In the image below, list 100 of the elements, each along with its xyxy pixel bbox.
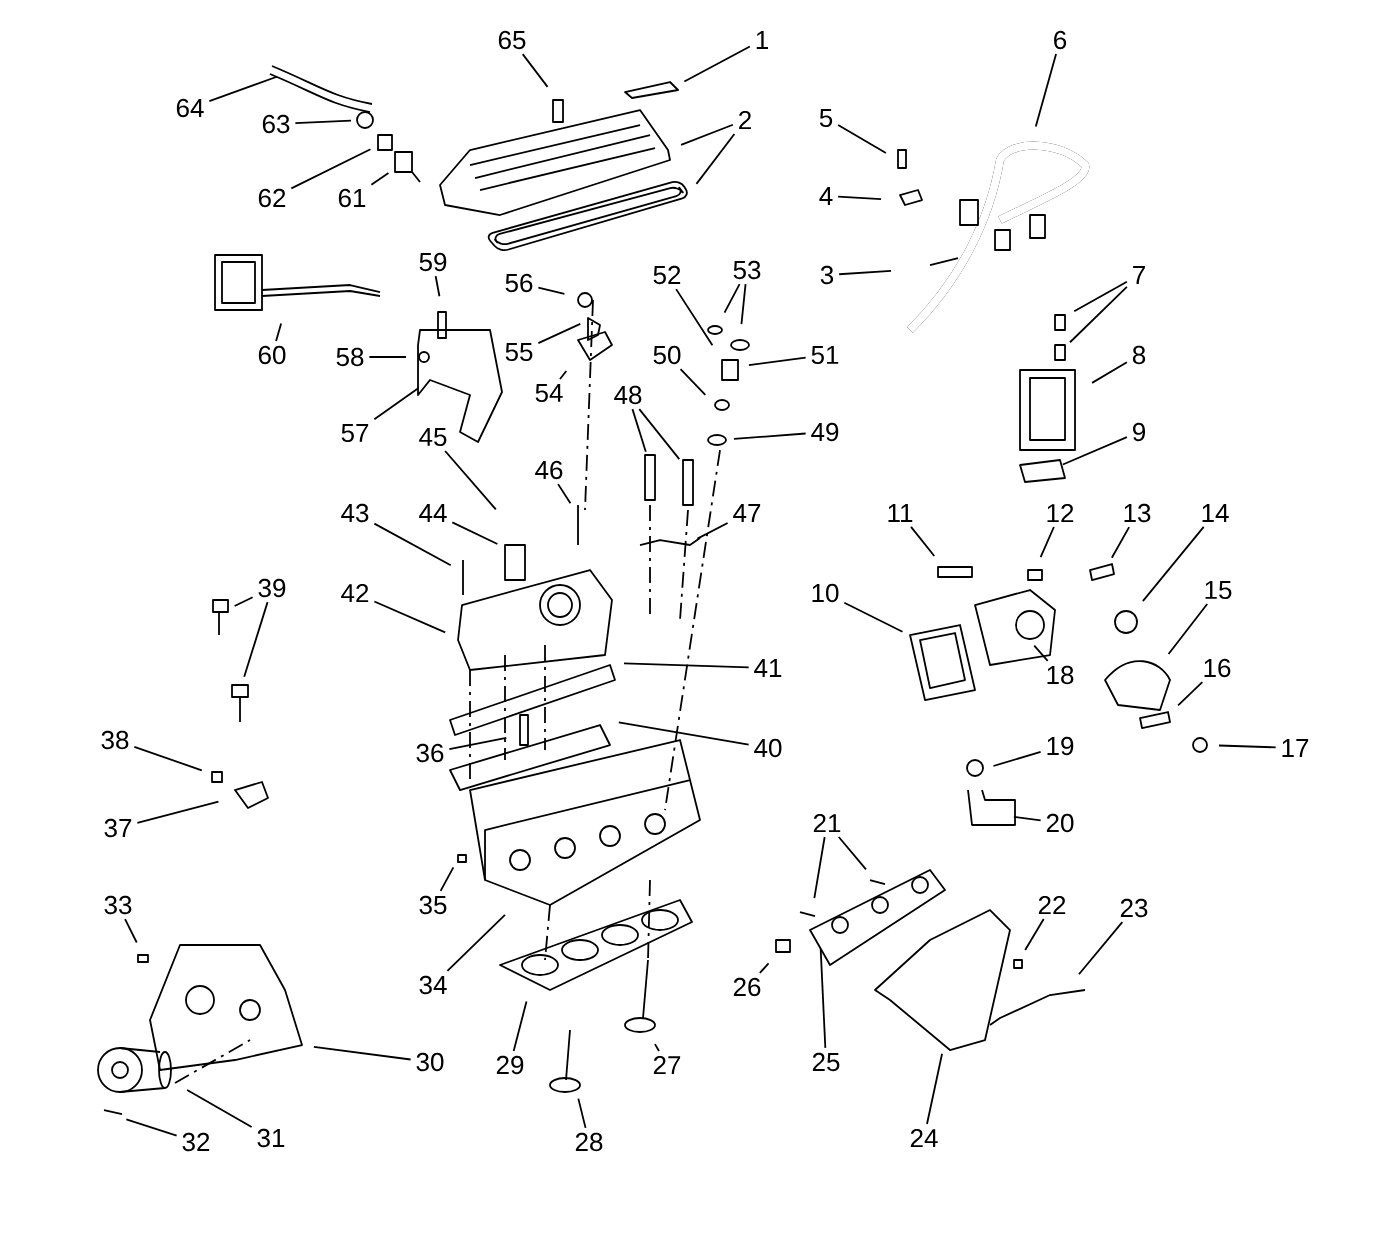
leader-line: [813, 836, 826, 900]
callout-number: 60: [258, 345, 286, 365]
callout-number: 22: [1038, 895, 1066, 915]
leader-line: [373, 387, 420, 421]
leader-line: [680, 123, 734, 146]
leader-line: [444, 450, 497, 511]
leader-line: [837, 195, 882, 201]
callout-number: 65: [498, 30, 526, 50]
callout-number: 44: [419, 504, 447, 522]
leader-line: [233, 596, 254, 607]
callout-number: 10: [812, 583, 839, 603]
leader-line: [748, 356, 807, 367]
leader-line: [537, 286, 566, 295]
callout-number: 8: [1132, 345, 1146, 365]
leader-line: [294, 119, 352, 125]
callout-number: 57: [341, 423, 369, 443]
leader-line: [370, 172, 390, 186]
callout-number: 27: [653, 1055, 681, 1075]
leader-line: [758, 962, 770, 974]
callout-number: 30: [416, 1052, 444, 1072]
callout-number: 13: [1124, 503, 1151, 523]
leader-line: [992, 750, 1042, 767]
leader-line: [617, 721, 750, 746]
callout-number: 2: [739, 110, 751, 130]
leader-line: [1073, 280, 1128, 313]
callout-number: 7: [1133, 266, 1145, 284]
leader-line: [837, 836, 867, 871]
leader-line: [451, 521, 499, 545]
leader-line: [654, 1043, 660, 1052]
leader-line: [373, 522, 452, 567]
leader-line: [638, 408, 681, 460]
callout-number: 63: [262, 114, 290, 134]
callout-number: 25: [812, 1052, 840, 1072]
callout-number: 33: [104, 895, 132, 915]
leader-line: [1218, 744, 1277, 749]
leader-line: [1024, 918, 1045, 951]
callout-number: 36: [416, 743, 444, 763]
callout-number: 19: [1047, 736, 1074, 756]
leader-line: [695, 133, 736, 185]
leader-line: [1167, 603, 1209, 655]
leader-line: [275, 322, 282, 342]
leader-line: [537, 322, 582, 344]
callout-number: 5: [819, 108, 833, 128]
callout-number: 52: [653, 265, 681, 285]
callout-number: 21: [813, 813, 841, 833]
callout-number: 61: [338, 188, 366, 208]
callout-number: 38: [101, 730, 129, 750]
callout-number: 31: [257, 1128, 285, 1148]
leader-line: [136, 800, 220, 824]
leader-line: [623, 662, 750, 669]
callout-number: 62: [258, 188, 286, 208]
leader-line: [1110, 526, 1130, 559]
callout-number: 47: [733, 504, 761, 522]
callout-number: 15: [1205, 580, 1232, 600]
callout-number: 6: [1054, 30, 1067, 50]
callout-number: 20: [1046, 813, 1074, 833]
leader-line: [910, 525, 936, 557]
callout-number: 56: [505, 273, 533, 293]
callout-number: 24: [910, 1128, 938, 1148]
leader-line: [186, 1089, 253, 1128]
leader-line: [675, 288, 714, 347]
callout-number: 28: [575, 1132, 603, 1152]
leader-line: [559, 370, 568, 380]
callout-number: 64: [176, 98, 204, 118]
callout-number: 42: [341, 583, 369, 603]
callout-number: 55: [505, 342, 533, 362]
leader-line: [1177, 681, 1204, 707]
leader-line: [521, 53, 549, 88]
leader-line: [434, 275, 441, 298]
callout-number: 48: [614, 385, 642, 405]
leader-line: [1033, 644, 1049, 662]
leader-line: [208, 75, 278, 102]
callout-number: 37: [104, 818, 132, 838]
leader-line: [740, 283, 747, 325]
leader-line: [124, 918, 138, 944]
callout-number: 46: [535, 460, 563, 480]
callout-number: 39: [258, 578, 286, 598]
leader-line: [557, 483, 572, 505]
leader-line: [631, 408, 647, 453]
leader-line: [1013, 815, 1042, 822]
leader-line: [439, 866, 455, 892]
callout-number: 32: [182, 1132, 210, 1152]
leader-line: [679, 368, 707, 396]
callout-number: 43: [341, 503, 369, 523]
callout-number: 4: [819, 187, 833, 205]
leader-line: [926, 1052, 943, 1125]
leader-line: [1034, 53, 1057, 128]
leader-line: [1091, 361, 1128, 384]
callout-number: 58: [336, 347, 364, 367]
callout-number: 35: [419, 895, 447, 915]
leader-line: [1078, 921, 1124, 976]
leader-line: [133, 745, 203, 772]
callout-number: 40: [754, 738, 782, 758]
callout-number: 34: [419, 975, 447, 995]
callout-number: 51: [811, 345, 839, 365]
leader-line: [838, 270, 892, 276]
leader-line: [733, 432, 807, 440]
leader-line: [1062, 436, 1128, 466]
callout-number: 18: [1047, 665, 1074, 685]
leader-line: [1039, 526, 1055, 559]
